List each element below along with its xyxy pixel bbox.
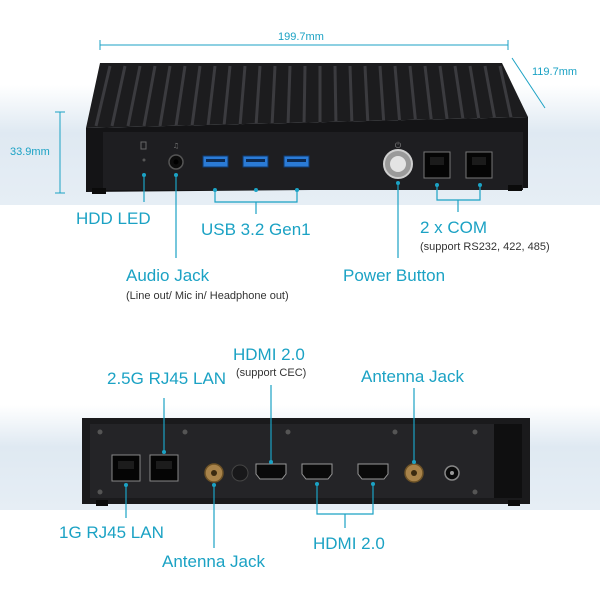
audio-jack-label: Audio Jack (126, 266, 210, 285)
depth-dimension-label: 119.7mm (532, 66, 578, 78)
height-dimension-label: 33.9mm (10, 146, 50, 158)
audio-jack-note: (Line out/ Mic in/ Headphone out) (126, 290, 289, 302)
com-note: (support RS232, 422, 485) (420, 241, 550, 253)
svg-text:⏻: ⏻ (395, 141, 402, 150)
width-dimension-label: 199.7mm (278, 31, 324, 43)
rear-device-image (82, 418, 530, 506)
hdmi-bottom-label: HDMI 2.0 (313, 534, 385, 553)
antenna-jack-top-label: Antenna Jack (361, 367, 465, 386)
hdmi-top-note: (support CEC) (236, 367, 307, 379)
front-device-image: ♫ ⏻ (86, 63, 528, 194)
lan-2-5g-label: 2.5G RJ45 LAN (107, 369, 227, 388)
hdd-led-label: HDD LED (76, 209, 151, 228)
antenna-jack-bottom-label: Antenna Jack (162, 552, 266, 571)
power-button-label: Power Button (343, 266, 446, 285)
com-label: 2 x COM (420, 218, 488, 237)
lan-1g-label: 1G RJ45 LAN (59, 523, 164, 542)
svg-text:♫: ♫ (173, 142, 179, 150)
usb-label: USB 3.2 Gen1 (201, 220, 311, 239)
hdmi-top-label: HDMI 2.0 (233, 345, 305, 364)
